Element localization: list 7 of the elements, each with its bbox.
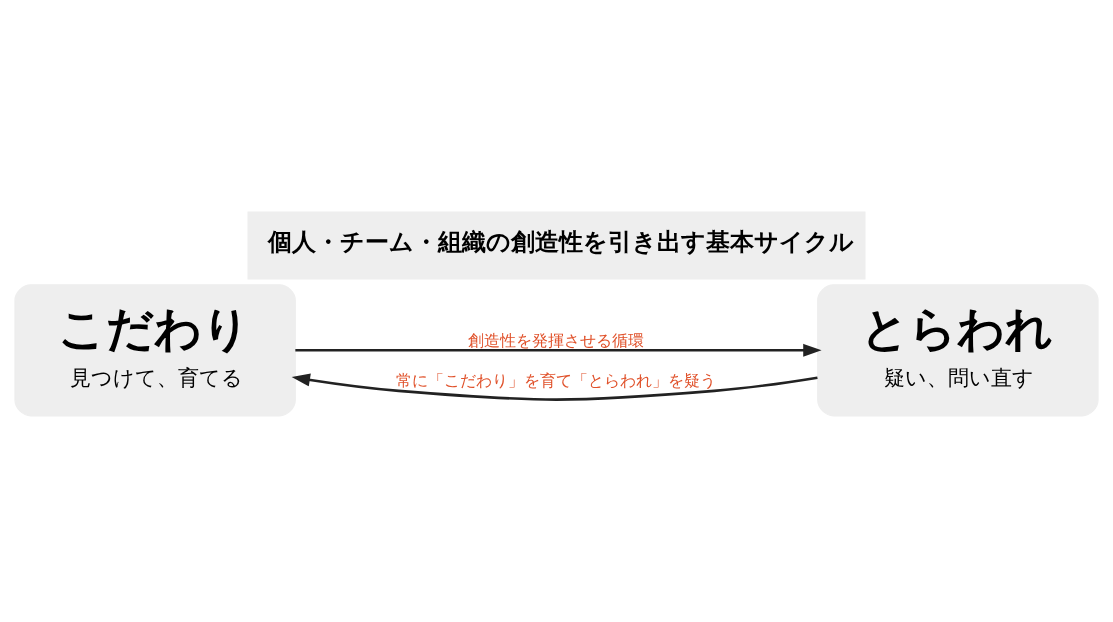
edge-label: 創造性を発揮させる循環: [468, 330, 645, 350]
edge-label: 常に「こだわり」を育て「とらわれ」を疑う: [396, 371, 717, 391]
node-box: こだわり 見つけて、育てる: [14, 284, 296, 417]
node-box: とらわれ 疑い、問い直す: [817, 284, 1099, 417]
arrow: [295, 343, 822, 357]
diagram-title: 個人・チーム・組織の創造性を引き出す基本サイクル: [268, 227, 855, 256]
arrow: [291, 373, 818, 401]
